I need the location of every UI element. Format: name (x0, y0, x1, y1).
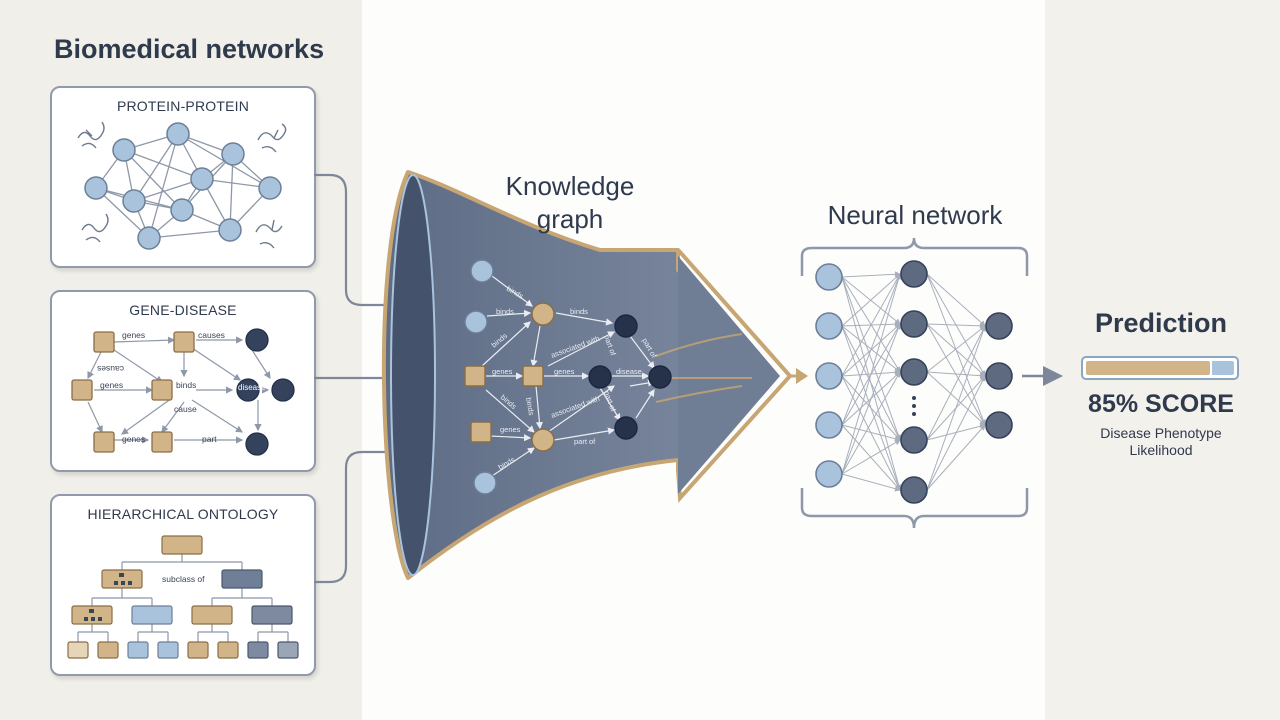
nn-edge (841, 276, 902, 441)
nn-edge (841, 273, 902, 426)
biomedical-networks-title: Biomedical networks (54, 34, 325, 64)
nn-ellipsis (912, 396, 916, 416)
nn-edge (926, 322, 986, 329)
nn-input-node (815, 312, 843, 340)
kg-label-binds: binds (496, 307, 514, 316)
nn-edges (841, 271, 987, 492)
nn-edge (841, 323, 901, 475)
nn-hidden-node (900, 476, 928, 504)
knowledge-graph-title: Knowledge graph (470, 170, 670, 236)
nn-edge (841, 424, 901, 442)
nn-input-node (815, 362, 843, 390)
kg-title-line1: Knowledge (505, 171, 635, 201)
neural-network-title: Neural network (827, 200, 1003, 230)
protein-protein-card[interactable]: PROTEIN-PROTEIN (50, 86, 316, 268)
edge-label-genes: genes (100, 380, 123, 390)
kg-label-disease: disease (616, 367, 642, 376)
nn-edge (841, 439, 901, 475)
knowledge-graph-edges (481, 275, 656, 481)
disease-phenotype-likelihood-caption: Disease Phenotype Likelihood (1075, 425, 1247, 459)
nn-edge (926, 325, 986, 441)
nn-hidden-node (900, 426, 928, 454)
nn-edge (926, 371, 986, 379)
score-progress-bar (1081, 356, 1239, 380)
edge-label-part: part (202, 434, 217, 444)
score-progress-remainder (1212, 361, 1234, 375)
nn-input-node (815, 263, 843, 291)
edge-label-causes: causes (198, 330, 225, 340)
gene-disease-card[interactable]: GENE-DISEASE genes causes causes genes (50, 290, 316, 472)
hierarchical-ontology-card[interactable]: HIERARCHICAL ONTOLOGY subclass of (50, 494, 316, 676)
edge-label-subclass-of: subclass of (162, 574, 205, 584)
hierarchy-icon (84, 609, 102, 621)
edge-label-causes-flipped: causes (97, 364, 124, 374)
hierarchy-icon (114, 573, 132, 585)
nn-output-node (985, 411, 1013, 439)
nn-edge (926, 325, 986, 373)
edge-label-binds: binds (176, 380, 196, 390)
node-label-disease: disease (238, 383, 266, 392)
kg-label-binds: binds (524, 397, 536, 416)
nn-edge (841, 273, 901, 327)
nn-output-node (985, 362, 1013, 390)
nn-edge (841, 325, 901, 441)
gene-disease-title: GENE-DISEASE (129, 302, 237, 318)
nn-nodes (815, 260, 1013, 504)
nn-edge (926, 325, 987, 491)
ontology-tree: subclass of (67, 535, 299, 659)
score-progress-fill (1086, 361, 1211, 375)
nn-edge (841, 371, 901, 475)
nn-brackets (800, 237, 1029, 529)
edge-label-cause: cause (174, 404, 197, 414)
kg-label-genes: genes (492, 367, 513, 376)
nn-edge (926, 273, 986, 327)
kg-label-genes: genes (554, 367, 575, 376)
edge-label-genes: genes (122, 330, 145, 340)
kg-label-binds: binds (570, 307, 588, 316)
nn-edge (926, 424, 986, 491)
nn-edge (841, 271, 901, 278)
nn-edge (841, 273, 901, 377)
nn-edge (926, 371, 986, 426)
nn-edge (841, 273, 902, 475)
nn-edge (926, 323, 986, 377)
protein-structure-icon (77, 121, 287, 249)
nn-output-node (985, 312, 1013, 340)
kg-label-genes: genes (500, 425, 521, 434)
funnel-mouth (390, 174, 436, 576)
caption-line2: Likelihood (1129, 442, 1193, 458)
nn-hidden-node (900, 310, 928, 338)
nn-hidden-node (900, 358, 928, 386)
protein-protein-title: PROTEIN-PROTEIN (116, 98, 250, 114)
prediction-title: Prediction (1094, 308, 1228, 338)
nn-edge (841, 473, 901, 492)
caption-line1: Disease Phenotype (1100, 425, 1222, 441)
edge-label-genes: genes (122, 434, 145, 444)
kg-label-part-of: part of (574, 437, 596, 446)
score-label: 85% SCORE (1088, 390, 1234, 418)
nn-hidden-node (900, 260, 928, 288)
nn-edge (926, 375, 986, 491)
protein-network (77, 121, 287, 250)
nn-input-node (815, 411, 843, 439)
kg-title-line2: graph (536, 204, 604, 234)
hierarchical-ontology-title: HIERARCHICAL ONTOLOGY (87, 506, 279, 522)
gene-disease-network: genes causes causes genes binds disease … (71, 328, 295, 456)
nn-edge (841, 375, 901, 441)
nn-input-node (815, 460, 843, 488)
